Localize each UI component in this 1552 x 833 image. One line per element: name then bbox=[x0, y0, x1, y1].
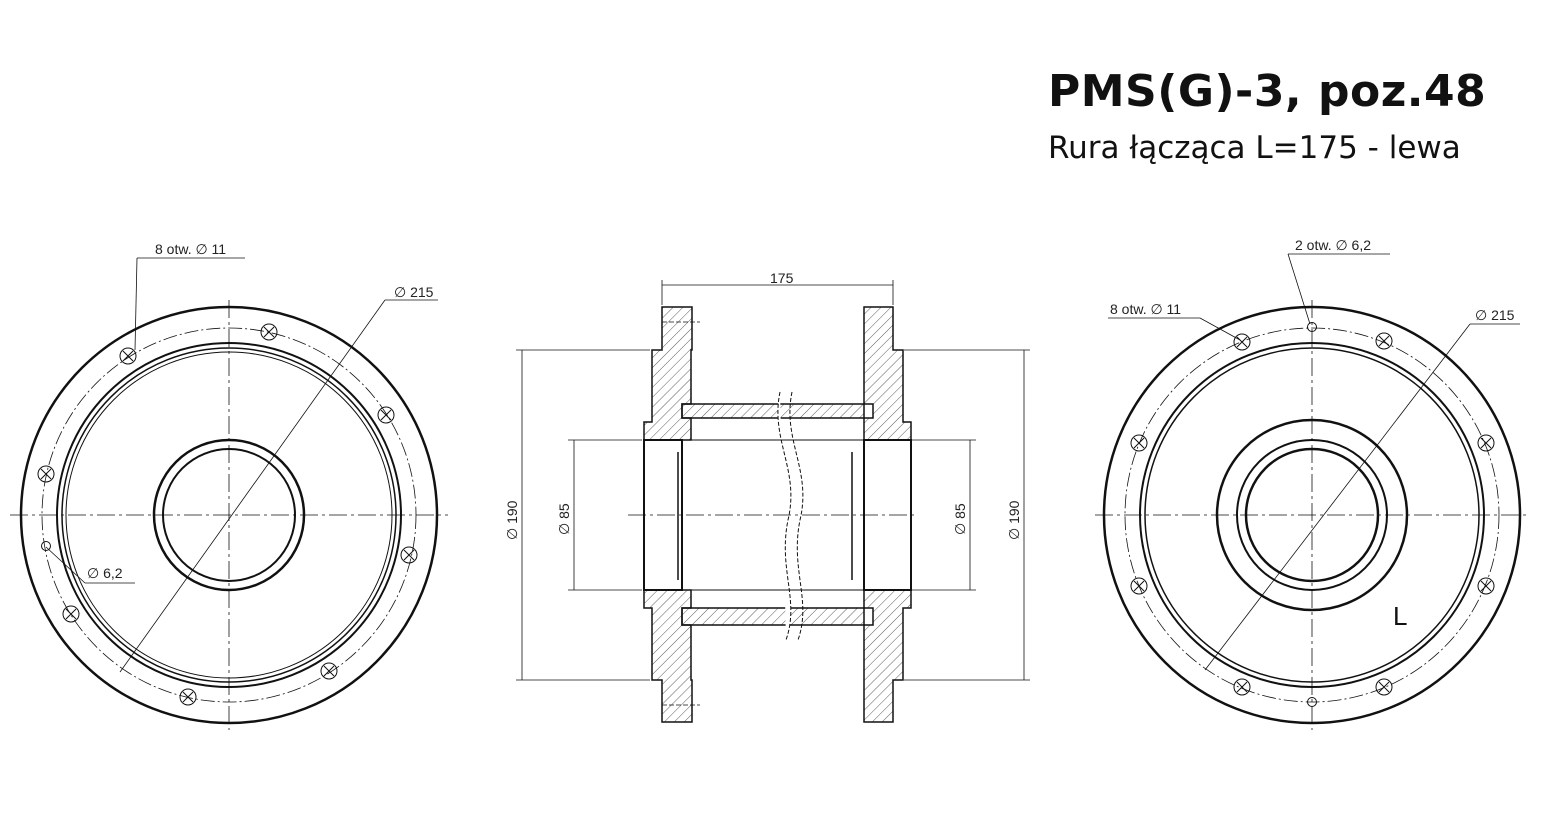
length-label: 175 bbox=[770, 270, 794, 286]
left-small-hole-label: ∅ 6,2 bbox=[87, 565, 123, 581]
bolt-holes bbox=[37, 323, 418, 706]
drawing-subtitle: Rura łącząca L=175 - lewa bbox=[1048, 130, 1461, 166]
dia190-left-label: ∅ 190 bbox=[504, 500, 520, 540]
right-small-holes-label: 2 otw. ∅ 6,2 bbox=[1295, 237, 1371, 253]
section-view bbox=[516, 280, 1030, 723]
right-outer-dia-label: ∅ 215 bbox=[1475, 307, 1515, 323]
right-flange-view bbox=[1095, 253, 1530, 730]
side-mark-label: L bbox=[1393, 601, 1407, 631]
right-holes-label: 8 otw. ∅ 11 bbox=[1110, 301, 1181, 317]
dia85-right-label: ∅ 85 bbox=[952, 503, 968, 535]
right-bolt-holes bbox=[1130, 322, 1495, 707]
left-outer-dia-label: ∅ 215 bbox=[394, 284, 434, 300]
left-flange-view bbox=[10, 257, 448, 730]
dia190-right-label: ∅ 190 bbox=[1006, 500, 1022, 540]
left-holes-label: 8 otw. ∅ 11 bbox=[155, 241, 226, 257]
dia85-left-label: ∅ 85 bbox=[556, 503, 572, 535]
drawing-title: PMS(G)-3, poz.48 bbox=[1048, 66, 1487, 117]
